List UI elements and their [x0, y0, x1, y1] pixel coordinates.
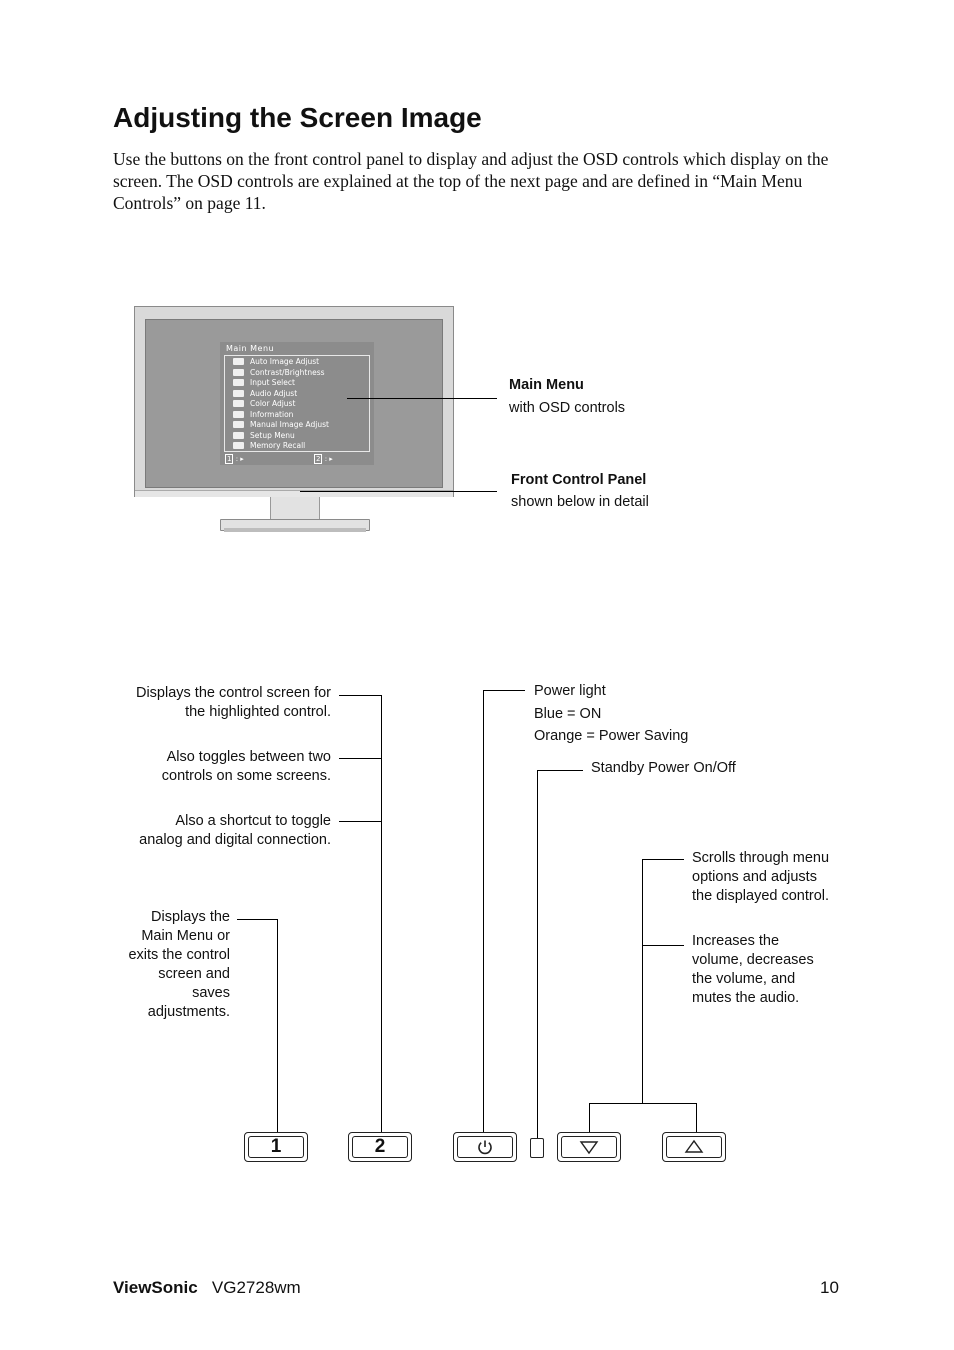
leader-line: [339, 758, 381, 759]
leader-line: [642, 859, 684, 860]
down-arrow-button[interactable]: [557, 1132, 621, 1162]
osd-item: Setup Menu: [233, 431, 295, 441]
information-icon: [233, 410, 244, 418]
monitor-screen: Main Menu Auto Image Adjust Contrast/Bri…: [145, 319, 443, 488]
audio-adjust-icon: [233, 389, 244, 397]
osd-item: Information: [233, 410, 293, 420]
power-icon: [478, 1140, 492, 1155]
osd-item: Contrast/Brightness: [233, 368, 325, 378]
button-2-shortcut-note: Also a shortcut to toggle analog and dig…: [139, 813, 331, 848]
callout-main-menu-title: Main Menu: [509, 377, 584, 393]
osd-main-menu: Main Menu Auto Image Adjust Contrast/Bri…: [220, 342, 374, 465]
manual-image-adjust-icon: [233, 421, 244, 428]
osd-item: Audio Adjust: [233, 389, 297, 399]
leader-line: [339, 821, 381, 822]
input-select-icon: [233, 379, 244, 386]
enter-icon: ▸: [240, 455, 244, 463]
osd-footer-key-1: 1 : ▸: [225, 454, 244, 464]
osd-item: Memory Recall: [233, 441, 305, 451]
callout-main-menu-sub: with OSD controls: [509, 400, 626, 416]
osd-item: Color Adjust: [233, 399, 295, 409]
up-triangle-icon: [684, 1139, 704, 1153]
page-number: 10: [820, 1278, 839, 1297]
leader-line: [537, 770, 538, 1138]
leader-line: [237, 919, 277, 920]
enter-icon: ▸: [329, 455, 333, 463]
leader-line: [347, 398, 497, 399]
leader-line: [589, 1103, 590, 1132]
auto-image-adjust-icon: [233, 358, 244, 365]
callout-front-panel-title: Front Control Panel: [511, 472, 647, 488]
button-2-toggle-note: Also toggles between two controls on som…: [161, 749, 331, 784]
power-light-description: Power light Blue = ON Orange = Power Sav…: [534, 683, 689, 744]
monitor-illustration: Main Menu Auto Image Adjust Contrast/Bri…: [134, 306, 454, 497]
callout-front-panel-sub: shown below in detail: [511, 494, 649, 510]
leader-line: [300, 491, 497, 492]
memory-recall-icon: [233, 442, 244, 449]
leader-line: [483, 690, 525, 691]
button-1[interactable]: 1: [244, 1132, 308, 1162]
leader-line: [537, 770, 583, 771]
contrast-brightness-icon: [233, 368, 244, 376]
leader-line: [381, 695, 382, 1132]
osd-title: Main Menu: [226, 344, 275, 353]
intro-paragraph: Use the buttons on the front control pan…: [113, 149, 829, 213]
osd-item: Input Select: [233, 378, 295, 388]
monitor-stand-neck: [270, 497, 320, 520]
arrow-buttons-volume-description: Increases the volume, decreases the volu…: [692, 933, 814, 1006]
osd-item: Manual Image Adjust: [233, 420, 329, 430]
footer-brand: ViewSonic VG2728wm: [113, 1278, 301, 1297]
up-arrow-button[interactable]: [662, 1132, 726, 1162]
color-adjust-icon: [233, 400, 244, 407]
button-2[interactable]: 2: [348, 1132, 412, 1162]
osd-item-list: Auto Image Adjust Contrast/Brightness In…: [224, 355, 370, 452]
leader-line: [589, 1103, 697, 1104]
leader-line: [339, 695, 381, 696]
osd-footer-key-2: 2 : ▸: [314, 454, 333, 464]
leader-line: [696, 1103, 697, 1132]
leader-line: [277, 919, 278, 1132]
monitor-stand-shadow: [224, 528, 366, 532]
power-light-led: [530, 1138, 544, 1158]
arrow-buttons-menu-description: Scrolls through menu options and adjusts…: [692, 850, 830, 904]
standby-description: Standby Power On/Off: [591, 760, 736, 776]
button-1-description: Displays the Main Menu or exits the cont…: [128, 909, 230, 1020]
button-2-description: Displays the control screen for the high…: [135, 685, 331, 720]
leader-line: [642, 945, 684, 946]
down-triangle-icon: [579, 1141, 599, 1155]
page-title: Adjusting the Screen Image: [113, 102, 482, 133]
monitor-bezel-controls: [135, 490, 453, 497]
osd-item: Auto Image Adjust: [233, 357, 319, 367]
leader-line: [483, 690, 484, 1132]
power-button[interactable]: [453, 1132, 517, 1162]
setup-menu-icon: [233, 431, 244, 439]
leader-line: [642, 859, 643, 1104]
